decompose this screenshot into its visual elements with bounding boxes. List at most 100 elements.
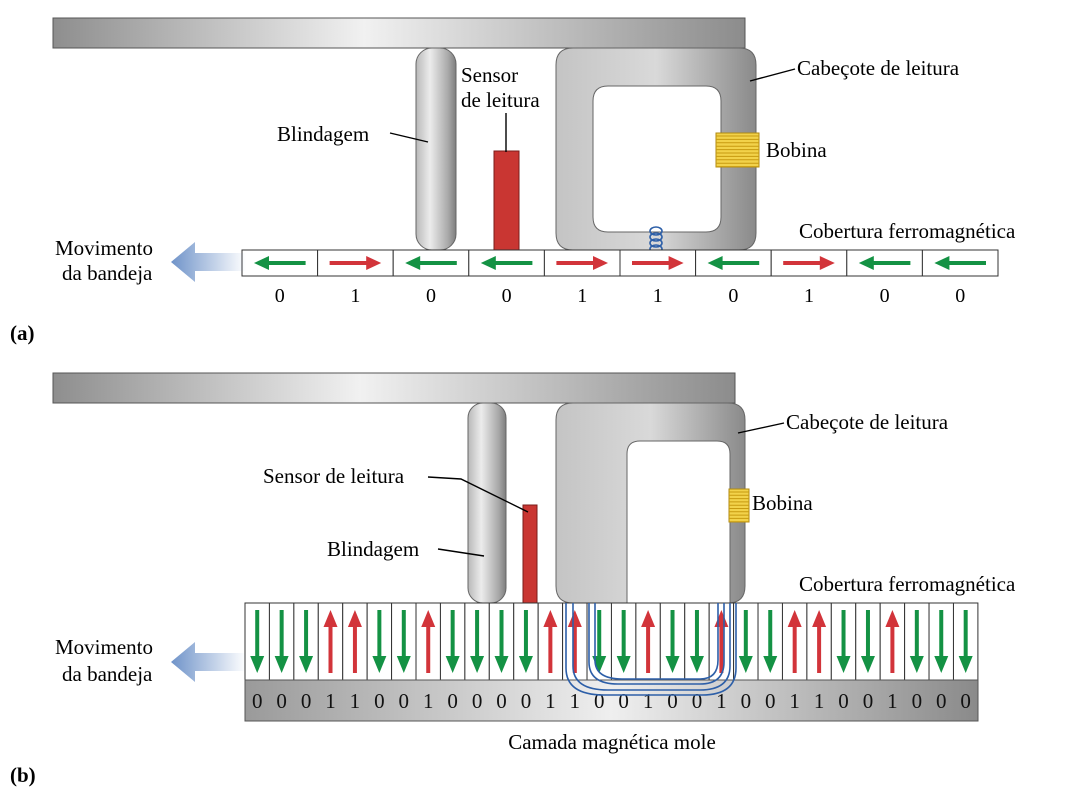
bit-label-b: 1 (570, 689, 581, 713)
track-cell-b (904, 602, 930, 681)
track-cell-b (293, 602, 319, 681)
bit-label-b: 0 (374, 689, 385, 713)
bit-label-b: 1 (350, 689, 361, 713)
track-cell-a (241, 249, 319, 277)
leader-blindagem-a (389, 132, 429, 143)
arrow-up-red (885, 610, 900, 673)
track-cell-b (244, 602, 270, 681)
bit-label-b: 0 (692, 689, 703, 713)
track-cell-b (586, 602, 612, 681)
bit-label-b: 0 (912, 689, 923, 713)
arrow-right-red (783, 256, 835, 270)
read-sensor-a (493, 150, 520, 251)
leader-cabecote-a (749, 68, 796, 82)
actuator-arm-b (52, 372, 736, 404)
track-cell-b (684, 602, 710, 681)
bit-label-b: 1 (887, 689, 898, 713)
shield-b (467, 402, 507, 604)
label-cobertura-b: Cobertura ferromagnética (799, 572, 1016, 596)
arrow-down-green (470, 610, 485, 673)
track-cell-b (610, 602, 637, 681)
bit-label-a: 0 (426, 285, 436, 307)
arrow-down-green (250, 610, 265, 673)
bit-label-a: 0 (502, 285, 512, 307)
panel-tag-a: (a) (10, 321, 35, 345)
track-cell-a (921, 249, 999, 277)
bit-label-b: 0 (301, 689, 312, 713)
bit-label-b: 0 (741, 689, 752, 713)
arrow-down-green (738, 610, 753, 673)
arrow-down-green (836, 610, 851, 673)
label-movimento-line1-a: Movimento (55, 236, 153, 260)
arrow-left-green (405, 256, 457, 270)
arrow-left-green (707, 256, 760, 270)
arrow-left-green (934, 256, 986, 270)
bit-label-b: 1 (789, 689, 800, 713)
bit-label-b: 0 (496, 689, 507, 713)
bit-label-b: 0 (276, 689, 287, 713)
track-cell-b (928, 602, 954, 681)
label-sensor-line2-a: de leitura (461, 88, 540, 112)
bit-label-b: 0 (765, 689, 776, 713)
track-cell-a (619, 249, 697, 277)
write-head-b (555, 402, 746, 604)
bit-label-b: 1 (545, 689, 556, 713)
label-bobina-a: Bobina (766, 138, 827, 162)
track-cell-b (879, 602, 906, 681)
track-cell-b (439, 602, 466, 681)
flux-lines-b (565, 603, 737, 696)
arrow-down-green (909, 610, 924, 673)
label-movimento-line2-b: da bandeja (62, 662, 153, 686)
arrow-down-green (958, 610, 973, 673)
arrow-down-green (518, 610, 533, 673)
arrow-up-red (421, 610, 436, 673)
bit-label-b: 0 (838, 689, 849, 713)
track-cell-b (806, 602, 832, 681)
track-cell-b (733, 602, 759, 681)
arrow-up-red (543, 610, 558, 673)
arrow-up-red (812, 610, 827, 673)
bit-label-a: 1 (350, 285, 360, 307)
track-cell-b (415, 602, 441, 681)
label-camada: Camada magnética mole (508, 730, 716, 754)
bit-label-b: 1 (643, 689, 654, 713)
leader-sensor-b (427, 476, 529, 513)
label-cabecote-b: Cabeçote de leitura (786, 410, 949, 434)
label-cabecote-a: Cabeçote de leitura (797, 56, 960, 80)
track-cell-b (757, 602, 783, 681)
label-sensor-line1-a: Sensor (461, 63, 518, 87)
motion-arrow-a (171, 242, 246, 282)
bit-label-b: 1 (325, 689, 336, 713)
ferromagnetic-layer-a (241, 249, 999, 277)
bit-label-b: 0 (521, 689, 532, 713)
arrow-up-red (787, 610, 802, 673)
arrow-down-green (934, 610, 949, 673)
arrow-down-green (860, 610, 875, 673)
track-cell-b (317, 602, 344, 681)
track-cell-a (317, 249, 394, 277)
read-sensor-b (522, 504, 538, 604)
arrow-down-green (616, 610, 631, 673)
bit-label-b: 0 (618, 689, 629, 713)
ferromagnetic-layer-b (244, 602, 979, 681)
arrow-down-green (372, 610, 387, 673)
actuator-arm-a (52, 17, 746, 49)
label-movimento-line1-b: Movimento (55, 635, 153, 659)
arrow-down-green (689, 610, 704, 673)
arrow-up-red (641, 610, 656, 673)
bit-label-b: 1 (716, 689, 727, 713)
bit-label-a: 0 (728, 285, 738, 307)
bit-label-a: 0 (275, 285, 285, 307)
track-cell-b (952, 602, 979, 681)
motion-arrow-b (171, 642, 246, 682)
track-cell-b (488, 602, 515, 681)
arrow-down-green (665, 610, 680, 673)
track-cell-b (268, 602, 295, 681)
arrow-down-green (274, 610, 289, 673)
bit-label-b: 0 (960, 689, 971, 713)
